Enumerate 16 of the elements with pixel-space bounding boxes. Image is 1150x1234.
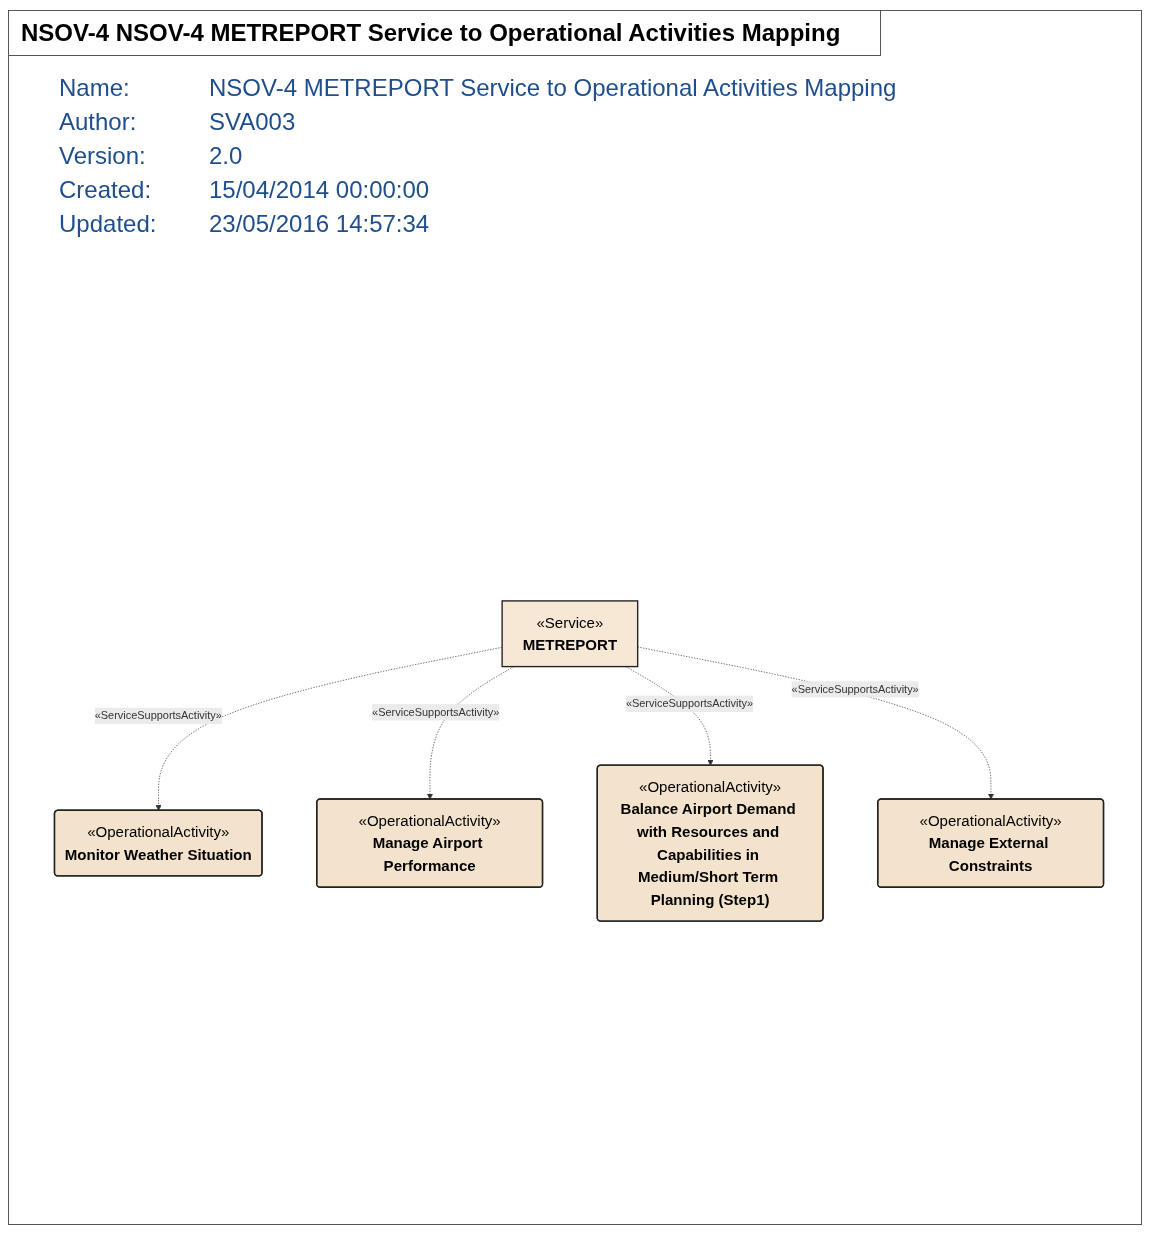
field-label: Name: — [59, 74, 130, 102]
edge-label: «ServiceSupportsActivity» — [94, 709, 222, 722]
field-value: NSOV-4 METREPORT Service to Operational Activities Mapping — [209, 74, 897, 102]
edge-label: «ServiceSupportsActivity» — [625, 697, 754, 710]
field-label: Version: — [59, 142, 146, 170]
node-box: «Service» METREPORT — [501, 600, 639, 668]
diagram-title: NSOV-4 NSOV-4 METREPORT Service to Operational Activities Mapping — [9, 11, 882, 56]
field-value: 23/05/2016 14:57:34 — [209, 210, 430, 238]
field-label: Created: — [59, 176, 152, 204]
field-value: 15/04/2014 00:00:00 — [209, 176, 430, 204]
field-value: SVA003 — [209, 108, 296, 136]
field-value: 2.0 — [209, 142, 243, 170]
edge-label: «ServiceSupportsActivity» — [372, 706, 500, 718]
field-label: Author: — [59, 108, 137, 136]
field-label: Updated: — [59, 210, 157, 238]
edge-label: «ServiceSupportsActivity» — [791, 683, 919, 695]
